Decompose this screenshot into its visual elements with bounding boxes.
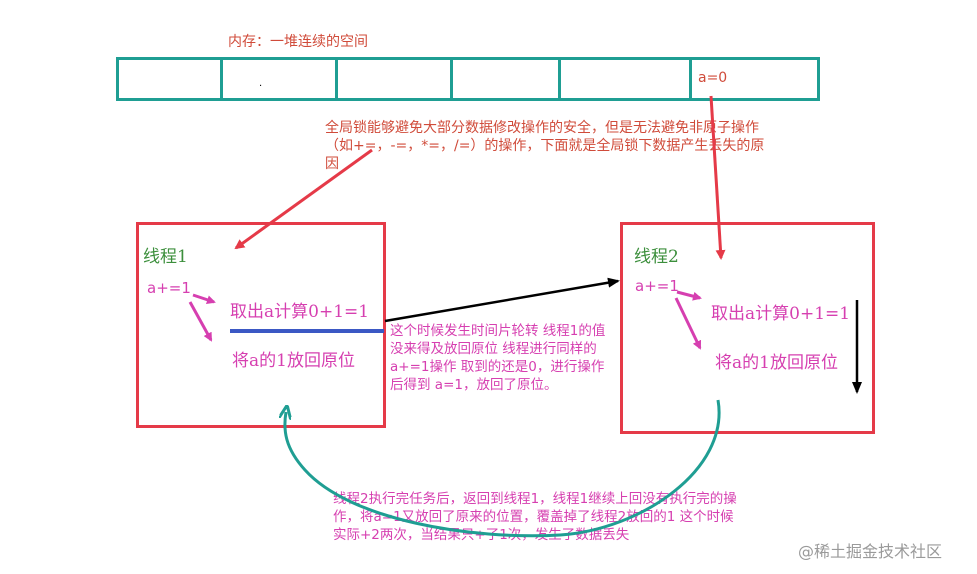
arrow-return-to-thread1: [285, 399, 721, 538]
thread2-step-store: 将a的1放回原位: [715, 353, 838, 373]
arrow-thread2-inc-to-store: [674, 297, 702, 350]
memory-cell: [338, 60, 453, 98]
note-time-slice: 这个时候发生时间片轮转 线程1的值没来得及放回原位 线程进行同样的a+=1操作 …: [390, 323, 606, 393]
arrow-memory-to-thread2: [709, 95, 726, 260]
thread1-step-fetch: 取出a计算0+1=1: [230, 302, 370, 322]
memory-cell-a: a=0: [692, 60, 817, 98]
memory-cell-label: a=0: [698, 70, 728, 86]
arrow-thread2-inc-to-fetch: [676, 290, 702, 301]
thread2-step-fetch: 取出a计算0+1=1: [711, 304, 851, 324]
arrow-thread1-to-thread2: [384, 277, 620, 323]
thread2-box: [620, 222, 875, 434]
memory-cell: [119, 60, 223, 98]
thread1-inc: a+=1: [147, 279, 191, 297]
memory-cell-label: .: [259, 78, 263, 89]
memory-cell: [561, 60, 692, 98]
thread2-title: 线程2: [634, 247, 679, 267]
thread1-title: 线程1: [143, 247, 188, 267]
watermark: @稀土掘金技术社区: [798, 542, 943, 561]
thread1-step-store: 将a的1放回原位: [232, 351, 355, 371]
arrow-thread1-inc-to-fetch: [192, 293, 216, 305]
memory-title: 内存：一堆连续的空间: [228, 34, 368, 50]
memory-cell: [453, 60, 561, 98]
thread2-inc: a+=1: [635, 277, 679, 295]
arrow-thread1-inc-to-store: [188, 301, 213, 342]
arrow-note-to-thread1: [234, 148, 373, 250]
memory-bar: . a=0: [116, 57, 820, 101]
thread1-box: [136, 222, 386, 428]
memory-cell: .: [223, 60, 338, 98]
note-global-lock: 全局锁能够避免大部分数据修改操作的安全，但是无法避免非原子操作（如+=，-=，*…: [325, 120, 765, 172]
